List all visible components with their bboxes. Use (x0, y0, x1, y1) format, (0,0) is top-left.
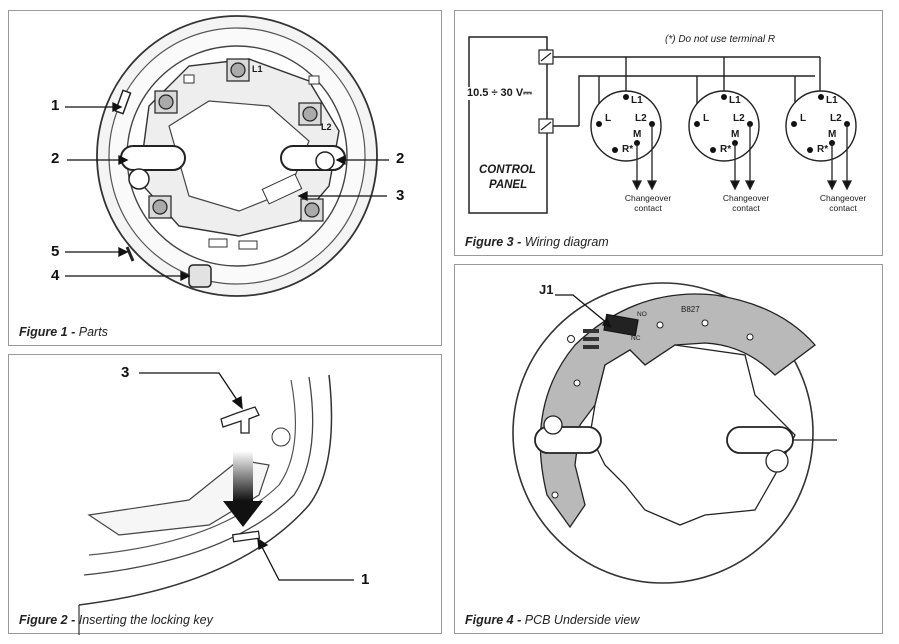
pcb-underside-drawing (512, 282, 837, 584)
figure-2-caption: Figure 2 - Inserting the locking key (19, 613, 213, 627)
base3-changeover-label: Changeover contact (819, 193, 867, 213)
base3-terminal-l2: L2 (830, 113, 842, 124)
base2-terminal-m: M (731, 129, 740, 140)
supply-voltage-label: 10.5 ÷ 30 V⎓ (467, 87, 532, 100)
figure-2-panel: 3 1 Figure 2 - Inserting the locking key (8, 354, 442, 635)
callout-2-left: 2 (51, 150, 60, 167)
detector-base-drawing (65, 15, 389, 297)
callout-3: 3 (121, 364, 130, 381)
caption-text: Inserting the locking key (78, 613, 213, 627)
figure-4-caption: Figure 4 - PCB Underside view (465, 613, 639, 627)
base1-terminal-l: L (605, 113, 612, 124)
figure-3-caption: Figure 3 - Wiring diagram (465, 235, 609, 249)
control-panel-label-line2: PANEL (489, 179, 528, 191)
callout-3: 3 (396, 187, 405, 204)
caption-number: Figure 4 - (465, 613, 522, 627)
base3-terminal-m: M (828, 129, 837, 140)
figure-1-panel: 1 2 2 3 5 4 L1 L2 Figure 1 - Parts (8, 10, 442, 346)
callout-1: 1 (51, 97, 60, 114)
figure-3-panel: (*) Do not use terminal R 10.5 ÷ 30 V⎓ C… (454, 10, 883, 256)
base2-terminal-l2: L2 (733, 113, 745, 124)
callout-2-right: 2 (396, 150, 405, 167)
control-panel-label-line1: CONTROL (479, 164, 536, 176)
caption-number: Figure 3 - (465, 235, 522, 249)
pcb-code-label: B827 (681, 305, 700, 314)
base2-changeover-label: Changeover contact (722, 193, 770, 213)
caption-number: Figure 1 - (19, 325, 76, 339)
base3-terminal-l1: L1 (826, 95, 838, 106)
figure-4-panel: J1 B827 NO NC Figure 4 - PCB Underside v… (454, 264, 883, 634)
caption-text: Wiring diagram (524, 235, 609, 249)
wiring-diagram (468, 36, 857, 214)
base1-changeover-label: Changeover contact (624, 193, 672, 213)
caption-number: Figure 2 - (19, 613, 76, 627)
jumper-j1-label: J1 (539, 282, 554, 297)
base1-terminal-l2: L2 (635, 113, 647, 124)
callout-4: 4 (51, 267, 60, 284)
base1-terminal-r: R* (622, 144, 634, 155)
callout-1: 1 (361, 571, 370, 588)
caption-text: PCB Underside view (524, 613, 640, 627)
base1-terminal-m: M (633, 129, 642, 140)
base1-terminal-l1: L1 (631, 95, 643, 106)
terminal-label-l2: L2 (321, 122, 332, 132)
caption-text: Parts (78, 325, 108, 339)
base2-terminal-l1: L1 (729, 95, 741, 106)
figure-1-caption: Figure 1 - Parts (19, 325, 108, 339)
base3-terminal-r: R* (817, 144, 829, 155)
note-terminal-r: (*) Do not use terminal R (665, 34, 776, 45)
locking-key-drawing (78, 372, 354, 635)
base2-terminal-r: R* (720, 144, 732, 155)
jumper-no-label: NO (637, 311, 647, 318)
base3-terminal-l: L (800, 113, 807, 124)
callout-5: 5 (51, 243, 60, 260)
base2-terminal-l: L (703, 113, 710, 124)
jumper-nc-label: NC (631, 335, 641, 342)
terminal-label-l1: L1 (252, 64, 263, 74)
